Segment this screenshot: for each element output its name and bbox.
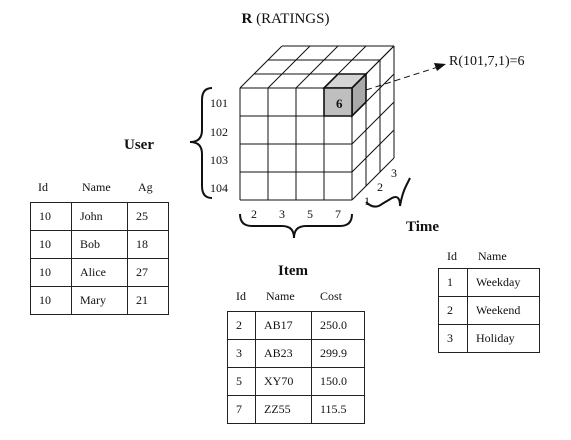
user-table-header-name: Name — [82, 180, 111, 194]
time-table-header-name: Name — [478, 249, 507, 263]
user-table-row-cell: 10 — [30, 286, 72, 315]
time-table-row-cell: Weekday — [467, 268, 540, 297]
user-table-row-cell: 10 — [30, 258, 72, 287]
item-axis-label-5: 5 — [307, 207, 313, 221]
time-axis-label-1: 1 — [364, 194, 370, 208]
user-table-row-cell: 18 — [127, 230, 169, 259]
user-table-row-cell: 10 — [30, 202, 72, 231]
item-axis-label-2: 2 — [251, 207, 257, 221]
user-table-header-id: Id — [38, 180, 48, 194]
item-table-row-cell: 250.0 — [311, 311, 365, 340]
item-table-row-cell: 5 — [227, 367, 256, 396]
user-brace — [189, 87, 213, 199]
user-table-row-cell: Alice — [71, 258, 128, 287]
item-table-row-cell: 299.9 — [311, 339, 365, 368]
item-table-row-cell: 3 — [227, 339, 256, 368]
title-symbol: R — [241, 11, 253, 27]
time-table-row-cell: Holiday — [467, 324, 540, 353]
item-axis-label-7: 7 — [335, 207, 341, 221]
user-axis-label-102: 102 — [210, 125, 228, 139]
user-axis-label-103: 103 — [210, 153, 228, 167]
annotation-text: R(101,7,1)=6 — [449, 54, 525, 69]
item-brace — [239, 213, 353, 239]
user-axis-label-104: 104 — [210, 181, 228, 195]
item-table-row-cell: 7 — [227, 395, 256, 424]
user-table-row-cell: 10 — [30, 230, 72, 259]
item-table-row-cell: XY70 — [255, 367, 312, 396]
item-table-row-cell: AB17 — [255, 311, 312, 340]
time-dimension-label: Time — [406, 219, 440, 235]
time-table-row-cell: 3 — [438, 324, 468, 353]
user-table-row-cell: 25 — [127, 202, 169, 231]
time-table-row-cell: 2 — [438, 296, 468, 325]
time-brace — [365, 177, 411, 208]
item-axis-label-3: 3 — [279, 207, 285, 221]
item-table-header-cost: Cost — [320, 289, 343, 303]
item-table-row-cell: AB23 — [255, 339, 312, 368]
item-table-row-cell: 2 — [227, 311, 256, 340]
user-axis-label-101: 101 — [210, 96, 228, 110]
time-table-header-id: Id — [447, 249, 457, 263]
annotation-arrow — [365, 63, 446, 91]
user-table-row-cell: Bob — [71, 230, 128, 259]
diagram-title: R (RATINGS) — [0, 12, 571, 27]
user-table-row-cell: John — [71, 202, 128, 231]
item-table-header-id: Id — [236, 289, 246, 303]
title-text: (RATINGS) — [252, 11, 330, 27]
user-table-row-cell: Mary — [71, 286, 128, 315]
time-axis-label-3: 3 — [391, 166, 397, 180]
time-table-row-cell: 1 — [438, 268, 468, 297]
item-table-row-cell: ZZ55 — [255, 395, 312, 424]
item-table-row-cell: 115.5 — [311, 395, 365, 424]
item-dimension-label: Item — [278, 263, 308, 279]
item-table-row-cell: 150.0 — [311, 367, 365, 396]
user-table-row-cell: 27 — [127, 258, 169, 287]
user-table-header-age: Ag — [138, 180, 153, 194]
item-table-header-name: Name — [266, 289, 295, 303]
user-table-row-cell: 21 — [127, 286, 169, 315]
time-table-row-cell: Weekend — [467, 296, 540, 325]
user-dimension-label: User — [124, 137, 154, 153]
highlighted-cell — [322, 72, 368, 118]
time-axis-label-2: 2 — [377, 180, 383, 194]
highlight-value: 6 — [336, 96, 343, 111]
